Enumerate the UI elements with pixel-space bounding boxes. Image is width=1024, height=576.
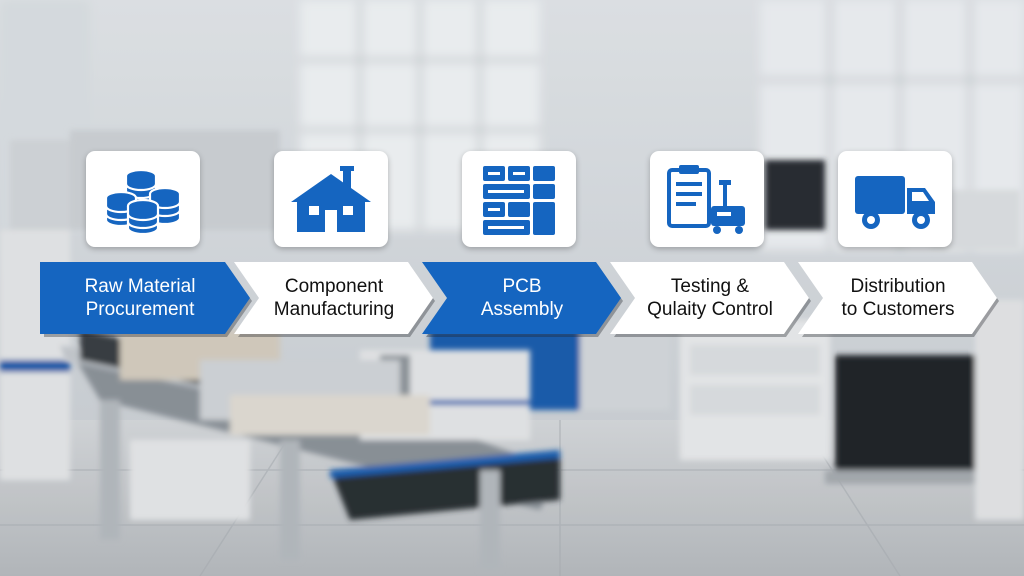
- step-3-line-2: Assembly: [480, 299, 564, 320]
- chevron-step-5: [798, 262, 997, 334]
- chevron-step-3: [422, 262, 621, 334]
- circuit-board-icon: [462, 151, 576, 247]
- step-5-line-1: Distribution: [850, 276, 946, 297]
- step-3-line-1: PCB: [502, 276, 542, 297]
- step-2-line-2: Manufacturing: [273, 299, 395, 320]
- step-1-line-1: Raw Material: [84, 276, 196, 297]
- chevron-step-4: [610, 262, 809, 334]
- step-label-component-manufacturing: Component Manufacturing: [240, 262, 428, 334]
- step-label-distribution: Distribution to Customers: [804, 262, 992, 334]
- step-label-testing-quality: Testing & Qulaity Control: [616, 262, 804, 334]
- step-label-raw-material: Raw Material Procurement: [40, 262, 240, 334]
- step-2-line-1: Component: [284, 276, 384, 297]
- coin-stacks-icon: [86, 151, 200, 247]
- step-1-line-2: Procurement: [85, 299, 195, 320]
- chevron-step-2: [234, 262, 433, 334]
- factory-icon: [274, 151, 388, 247]
- step-label-pcb-assembly: PCB Assembly: [428, 262, 616, 334]
- delivery-truck-icon: [838, 151, 952, 247]
- chevron-step-1: [40, 262, 250, 334]
- clipboard-test-cart-icon: [650, 151, 764, 247]
- step-5-line-2: to Customers: [841, 299, 955, 320]
- step-4-line-2: Qulaity Control: [647, 299, 773, 320]
- step-4-line-1: Testing &: [670, 276, 750, 297]
